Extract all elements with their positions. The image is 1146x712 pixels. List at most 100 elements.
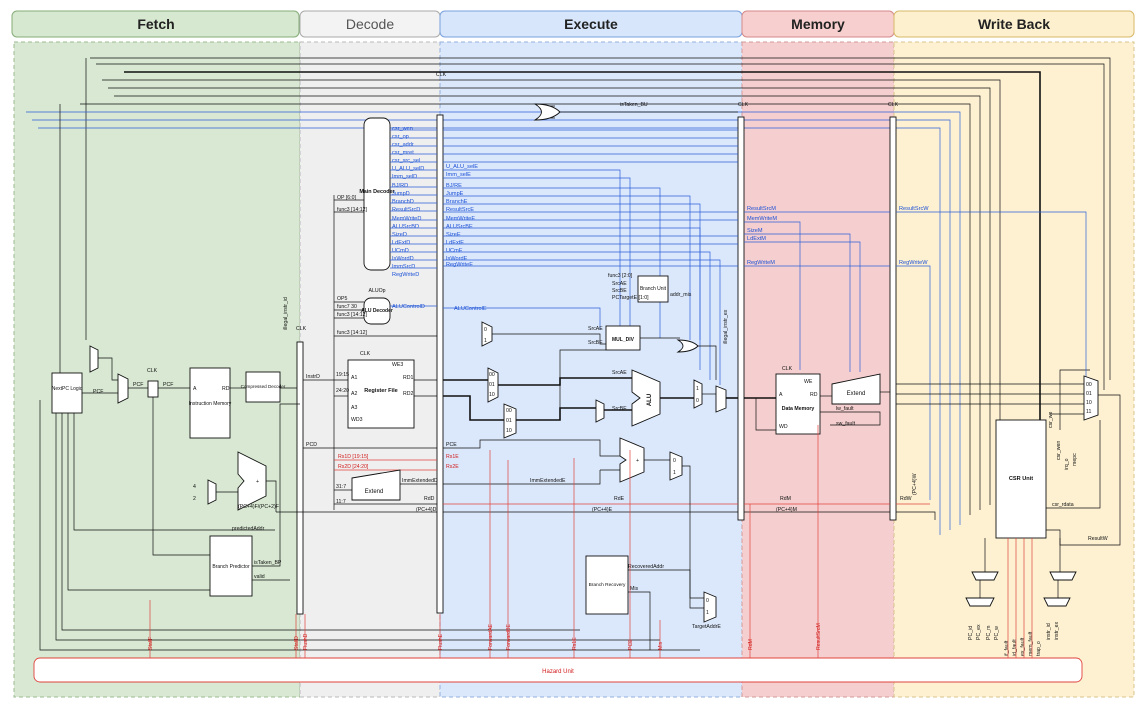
execute-header: Execute: [564, 16, 618, 32]
clk-label-top: CLK: [436, 72, 447, 78]
rf-a2: A2: [351, 391, 357, 397]
csr-sig-2: PC_m: [986, 626, 992, 640]
fa-01: 01: [489, 382, 495, 388]
ctrl-e-5: ResultSrcE: [446, 207, 474, 213]
fb-10: 10: [506, 428, 512, 434]
ctrl-e-4: BranchE: [446, 199, 468, 205]
pc-mux-top: [89, 345, 99, 373]
clk-label-ifid: CLK: [296, 326, 307, 332]
ctrl-e-12: RegWriteE: [446, 262, 473, 268]
rmux-01: 01: [1086, 391, 1092, 397]
ctrl-d-10: ResultSrcD: [392, 207, 420, 213]
target-mux: [669, 451, 683, 481]
bits-31-7: 31:7: [336, 484, 346, 490]
alu-control-d: ALUControlD: [392, 304, 425, 310]
bu-srcae-label: SrcAE: [612, 281, 627, 287]
ctrl-d-18: RegWriteD: [392, 272, 419, 278]
ctrl-e-9: LdExtE: [446, 240, 464, 246]
immext-e-label: ImmExtendedE: [530, 478, 566, 484]
irq-o-label: irq_o: [1064, 458, 1070, 470]
alu-decoder-label: ALU Decoder: [361, 308, 393, 314]
hz-6: Rs1E: [572, 637, 578, 650]
illegal-instr-id: illegal_instr_id: [283, 297, 289, 330]
hz-10: ResultSrcM: [816, 623, 822, 650]
bu-srcbe-label: SrcBE: [612, 288, 627, 294]
final-target-mux: [703, 591, 717, 623]
rs2d-label: Rs2D [24:20]: [338, 464, 369, 470]
ctrl-d-4: csr_src_sel: [392, 158, 420, 164]
csr-sig-1: PC_ex: [976, 624, 982, 640]
muldiv-srcae: SrcAE: [588, 326, 603, 332]
dmem-wd: WD: [779, 424, 788, 430]
csr-sig-10: trap_o: [1036, 641, 1042, 656]
main-decoder-block: [363, 117, 391, 271]
clk-label-pc: CLK: [147, 368, 158, 374]
branch-recovery-block: [585, 555, 629, 615]
hz-1: StallD: [294, 636, 300, 650]
csr-sig-6: if_fault: [1004, 640, 1010, 656]
ex-out-mux-b: [715, 385, 727, 413]
rf-a3: A3: [351, 405, 357, 411]
dmem-rd: RD: [810, 392, 818, 398]
ctrl-e-11: IsWordE: [446, 256, 468, 262]
clk-label-dmem: CLK: [782, 366, 793, 372]
pce-label: PCE: [446, 442, 457, 448]
csr-sig-9: mem_fault: [1028, 631, 1034, 656]
branch-predictor-block: [209, 535, 253, 597]
alu-decoder-block: [363, 297, 391, 325]
aluop-label: ALUOp: [368, 288, 385, 294]
rdm-label: RdM: [780, 496, 791, 502]
rf-rd1: RD1: [403, 375, 413, 381]
csr-unit-block: [995, 419, 1047, 539]
rf-rd2: RD2: [403, 391, 413, 397]
ftm-1: 1: [706, 610, 709, 616]
forward-a-mux: [487, 367, 499, 403]
pcf-label-2: PCF: [133, 382, 143, 388]
addr-mis-label: addr_mis: [670, 292, 692, 298]
fetch-header-box: [11, 10, 300, 38]
writeback-header: Write Back: [978, 16, 1050, 32]
hz-2: FlushD: [303, 633, 309, 650]
hz-8: Mis: [658, 642, 664, 650]
ctrl-e-6: MemWriteE: [446, 216, 475, 222]
pc-target-adder: [619, 437, 645, 483]
pc4d-label: (PC+4)D: [416, 507, 437, 513]
exmux-1: 1: [696, 386, 699, 392]
hz-0: StallF: [148, 637, 154, 650]
csr-sig-0: PC_id: [968, 626, 974, 640]
mepc-label: mepc: [1072, 453, 1078, 466]
branch-unit-label: Branch Unit: [640, 286, 667, 292]
instrd-label: InstrD: [306, 374, 320, 380]
recovered-addr-label: RecoveredAddr: [628, 564, 664, 570]
rmux-11: 11: [1086, 409, 1091, 415]
ctrl-w-0: ResultSrcW: [899, 206, 929, 212]
ctrl-e-1: Imm_selE: [446, 172, 471, 178]
branch-recovery-label: Branch Recovery: [589, 582, 626, 588]
exmux-0: 0: [696, 398, 699, 404]
hz-9: RdM: [748, 639, 754, 650]
const-2: 2: [193, 496, 196, 502]
extend-d-block: [351, 469, 401, 501]
rmux-00: 00: [1086, 382, 1092, 388]
inc-mux: [207, 479, 217, 505]
compressed-decoder-block: [245, 371, 281, 403]
func7-label: func7 30: [337, 304, 357, 310]
fa-10: 10: [489, 392, 495, 398]
alu-srcbe: SrcBE: [612, 406, 627, 412]
hazard-unit-label: Hazard Unit: [542, 669, 574, 675]
csr-sig-7: id_fault: [1012, 639, 1018, 656]
valid-label: valid: [254, 574, 265, 580]
csr-unit-label: CSR Unit: [1009, 476, 1033, 482]
srcb-mux: [595, 399, 605, 423]
bu-func3-label: func3 [2:0]: [608, 273, 633, 279]
func3-bu-label: func3 [14:12]: [337, 330, 368, 336]
ctrl-e-10: UCmE: [446, 248, 463, 254]
extend-d-label: Extend: [365, 489, 384, 495]
writeback-region: [893, 41, 1135, 698]
csr-sig-4: instr_id: [1046, 623, 1052, 640]
hz-7: PCE: [628, 639, 634, 650]
pc-adder-plus: +: [256, 479, 259, 485]
ctrl-e-3: JumpE: [446, 191, 464, 197]
hazard-unit-block: [33, 657, 1083, 683]
